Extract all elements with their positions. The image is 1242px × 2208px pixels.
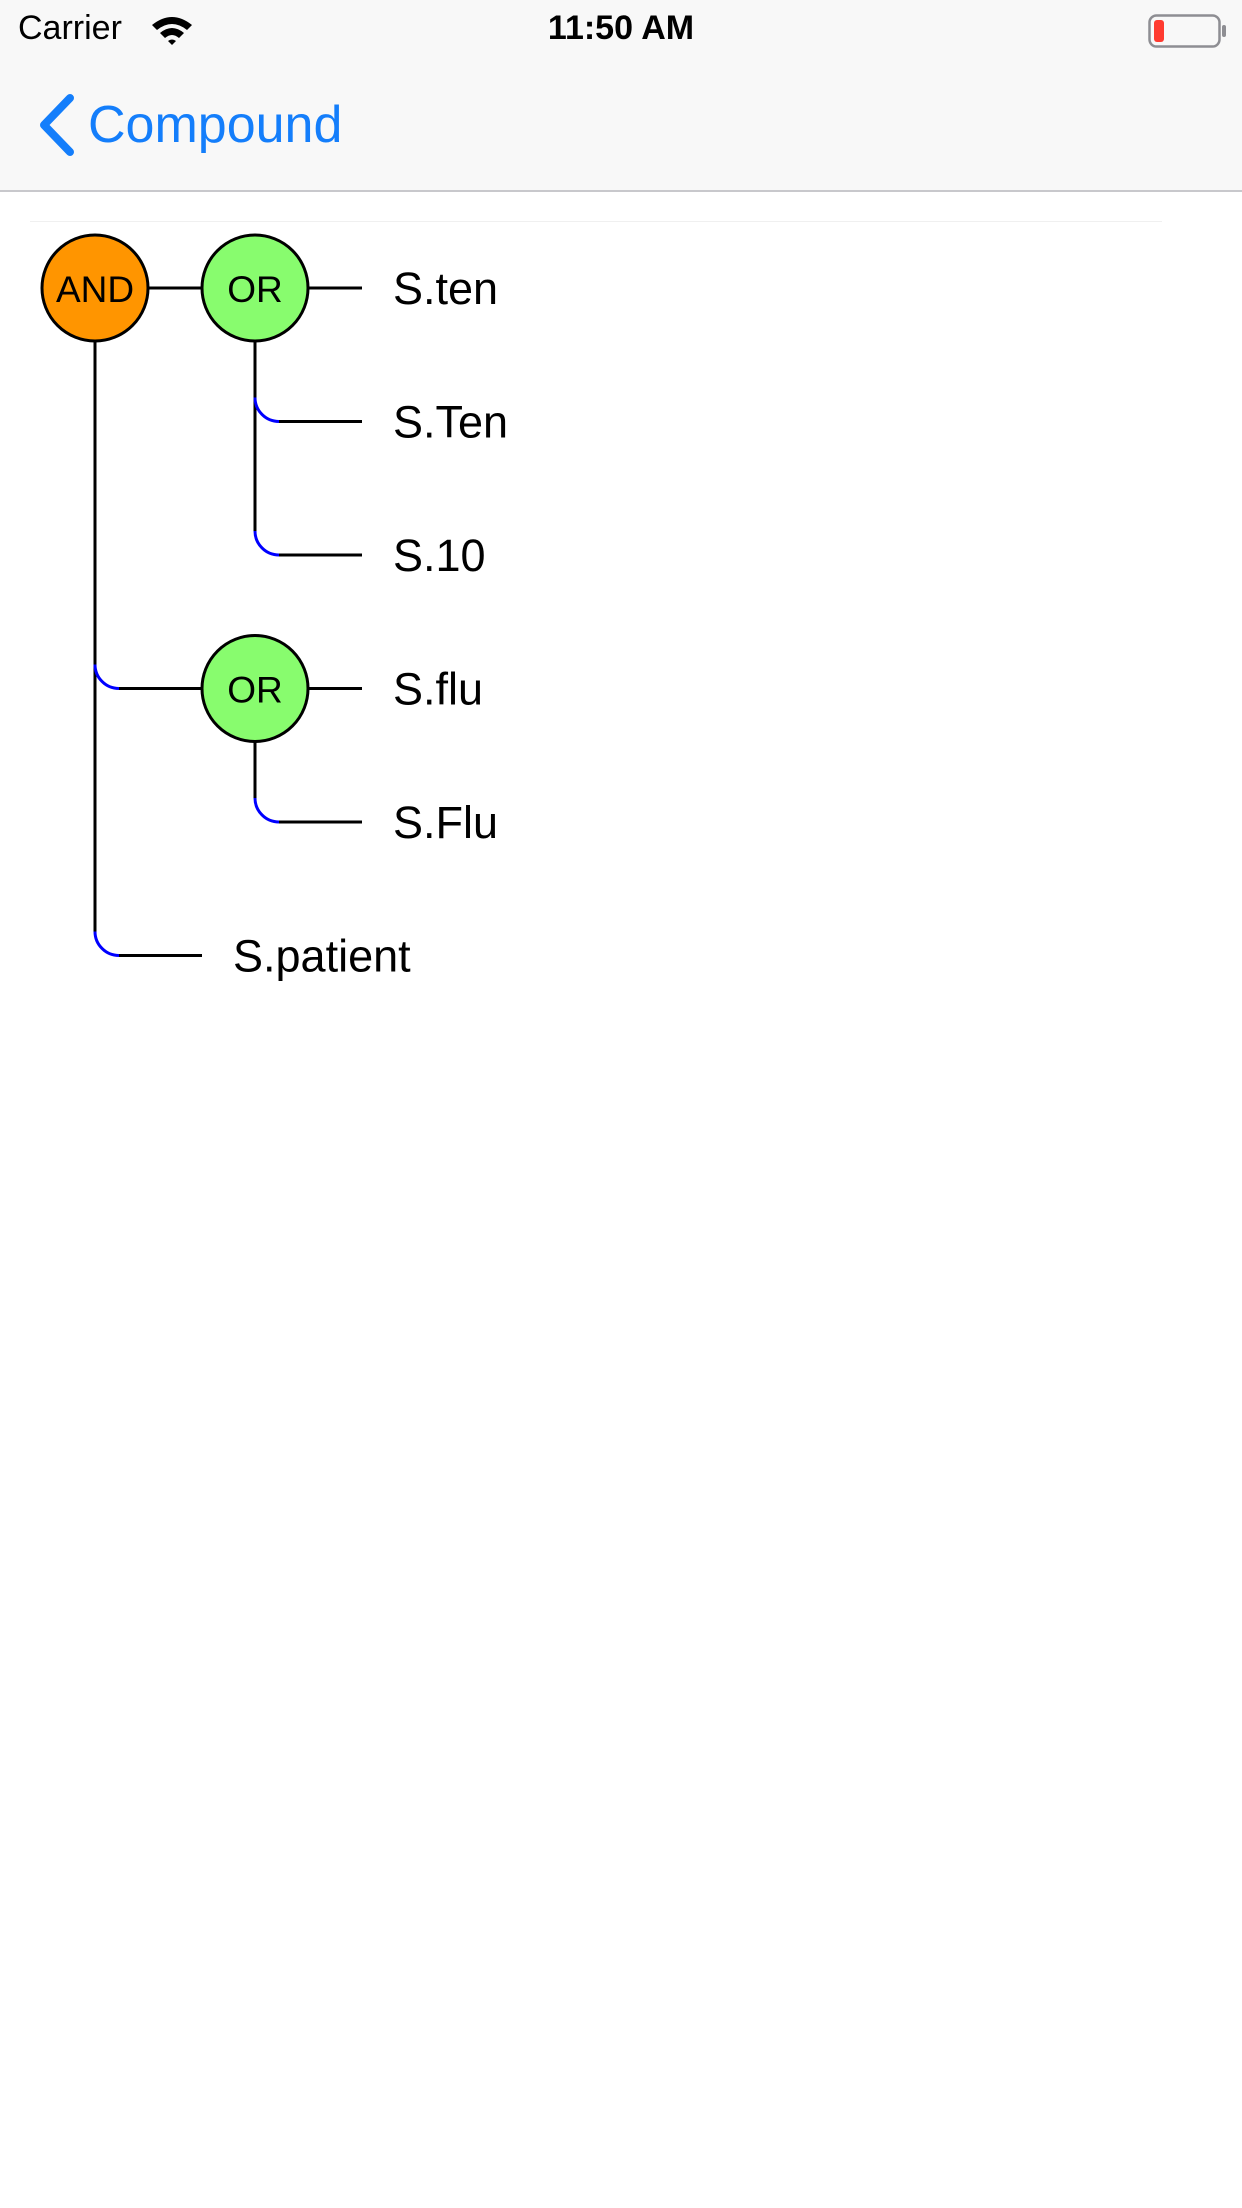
- condition-leaf-label: S.ten: [393, 263, 498, 314]
- or-operator-node: [200, 233, 310, 343]
- connector-curve: [253, 530, 280, 557]
- or-operator-node: [200, 634, 310, 743]
- connector-curve: [253, 397, 280, 423]
- navigation-bar: Compound: [0, 60, 1242, 192]
- connector-curve: [93, 664, 120, 690]
- back-button[interactable]: Compound: [34, 90, 342, 160]
- condition-leaf-label: S.patient: [233, 931, 411, 982]
- back-button-label: Compound: [88, 96, 343, 154]
- condition-leaf-label: S.Flu: [393, 797, 498, 848]
- row-divider: [30, 221, 1162, 222]
- wifi-icon: [152, 17, 192, 45]
- and-operator-node-label: AND: [56, 269, 134, 310]
- chevron-left-icon: [40, 94, 74, 156]
- condition-leaf-label: S.10: [393, 530, 486, 581]
- status-bar: Carrier 11:50 AM: [0, 0, 1242, 60]
- or-operator-node-label: OR: [227, 670, 283, 711]
- condition-leaf-label: S.Ten: [393, 397, 508, 448]
- carrier-label: Carrier: [18, 9, 122, 47]
- or-operator-node-label: OR: [227, 269, 283, 310]
- battery-low-icon: [1148, 14, 1226, 48]
- condition-leaf-label: S.flu: [393, 664, 483, 715]
- connector-curve: [253, 797, 280, 824]
- connector-curve: [93, 931, 120, 957]
- status-time: 11:50 AM: [547, 9, 695, 47]
- and-operator-node: [40, 233, 150, 343]
